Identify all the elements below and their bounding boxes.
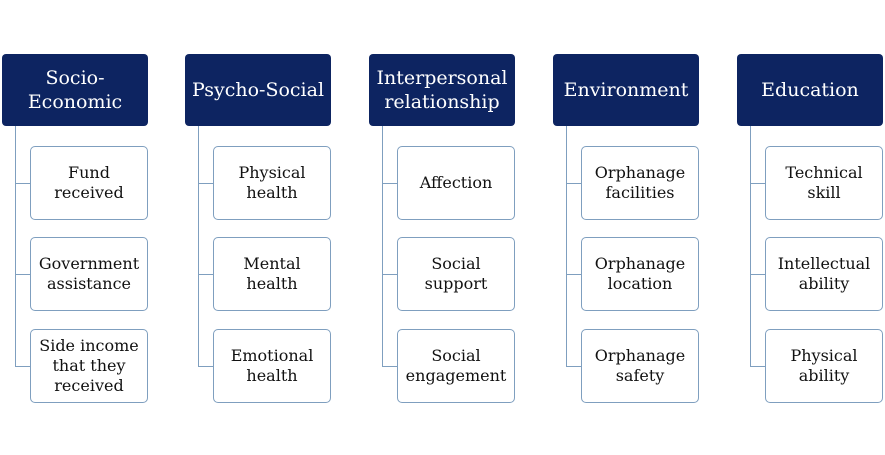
- connector-stem: [198, 126, 199, 366]
- item-box: Affection: [397, 146, 515, 220]
- category-environment: Environment Orphanage facilities Orphana…: [553, 0, 713, 455]
- category-socio-economic: Socio-Economic Fund received Government …: [2, 0, 162, 455]
- connector-stem: [15, 126, 16, 366]
- item-box: Social engagement: [397, 329, 515, 403]
- connector-stem: [750, 126, 751, 366]
- connector-branch: [15, 366, 30, 367]
- item-box: Emotional health: [213, 329, 331, 403]
- connector-stem: [566, 126, 567, 366]
- connector-branch: [750, 183, 765, 184]
- connector-branch: [566, 366, 581, 367]
- item-box: Physical ability: [765, 329, 883, 403]
- item-box: Physical health: [213, 146, 331, 220]
- category-interpersonal-relationship: Interpersonal relationship Affection Soc…: [369, 0, 529, 455]
- category-education: Education Technical skill Intellectual a…: [737, 0, 885, 455]
- connector-branch: [566, 274, 581, 275]
- item-box: Mental health: [213, 237, 331, 311]
- category-psycho-social: Psycho-Social Physical health Mental hea…: [185, 0, 345, 455]
- item-box: Orphanage location: [581, 237, 699, 311]
- connector-branch: [15, 274, 30, 275]
- connector-branch: [198, 366, 213, 367]
- category-header: Psycho-Social: [185, 54, 331, 126]
- connector-stem: [382, 126, 383, 366]
- category-header: Environment: [553, 54, 699, 126]
- item-box: Side income that they received: [30, 329, 148, 403]
- connector-branch: [198, 183, 213, 184]
- connector-branch: [566, 183, 581, 184]
- connector-branch: [15, 183, 30, 184]
- item-box: Intellectual ability: [765, 237, 883, 311]
- item-box: Technical skill: [765, 146, 883, 220]
- connector-branch: [750, 366, 765, 367]
- item-box: Social support: [397, 237, 515, 311]
- connector-branch: [382, 366, 397, 367]
- connector-branch: [198, 274, 213, 275]
- item-box: Government assistance: [30, 237, 148, 311]
- connector-branch: [382, 274, 397, 275]
- item-box: Orphanage facilities: [581, 146, 699, 220]
- item-box: Orphanage safety: [581, 329, 699, 403]
- connector-branch: [382, 183, 397, 184]
- category-header: Interpersonal relationship: [369, 54, 515, 126]
- connector-branch: [750, 274, 765, 275]
- category-header: Education: [737, 54, 883, 126]
- category-header: Socio-Economic: [2, 54, 148, 126]
- item-box: Fund received: [30, 146, 148, 220]
